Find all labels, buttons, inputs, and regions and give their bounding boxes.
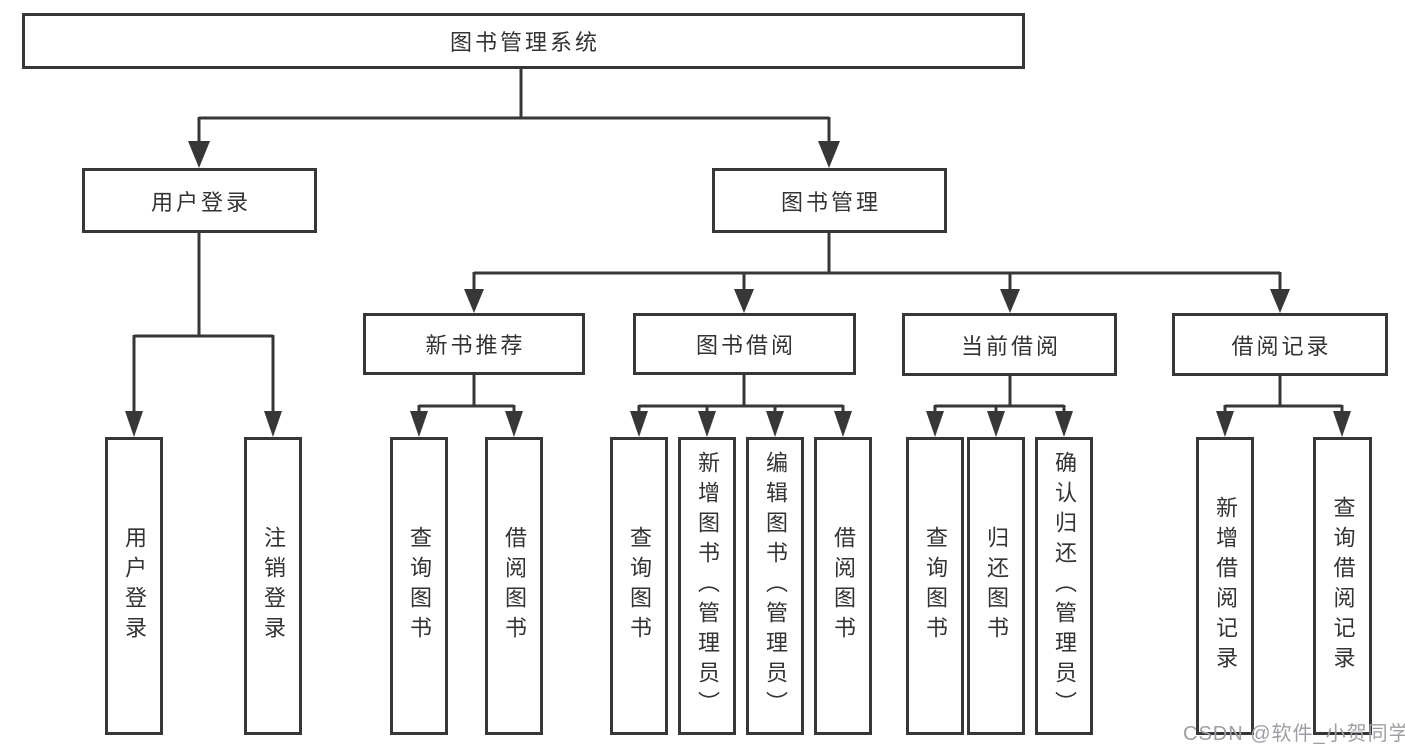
- node-leaf-logout: 注销登录: [244, 437, 302, 735]
- node-leaf-add-book-admin: 新增图书（管理员）: [678, 437, 736, 735]
- node-leaf-borrow-books-recommend: 借阅图书: [485, 437, 543, 735]
- node-leaf-add-borrow-record: 新增借阅记录: [1196, 437, 1254, 735]
- node-user-login: 用户登录: [82, 168, 317, 233]
- watermark: CSDN @软件_小贺同学: [1183, 723, 1405, 745]
- node-new-book-recommend: 新书推荐: [363, 313, 585, 375]
- node-leaf-query-borrow-record: 查询借阅记录: [1313, 437, 1372, 735]
- node-borrow-records: 借阅记录: [1172, 313, 1388, 376]
- node-leaf-borrow-books: 借阅图书: [814, 437, 872, 735]
- node-current-borrow: 当前借阅: [902, 313, 1117, 376]
- node-leaf-confirm-return-admin: 确认归还（管理员）: [1035, 437, 1093, 735]
- node-root: 图书管理系统: [22, 13, 1025, 69]
- node-leaf-user-login: 用户登录: [105, 437, 163, 735]
- node-leaf-query-books-borrow: 查询图书: [610, 437, 668, 735]
- node-book-management: 图书管理: [712, 168, 947, 233]
- node-leaf-edit-book-admin: 编辑图书（管理员）: [746, 437, 804, 735]
- node-leaf-return-book: 归还图书: [967, 437, 1025, 735]
- node-leaf-query-books-current: 查询图书: [906, 437, 964, 735]
- node-leaf-query-books-recommend: 查询图书: [390, 437, 448, 735]
- node-book-borrow: 图书借阅: [633, 313, 856, 375]
